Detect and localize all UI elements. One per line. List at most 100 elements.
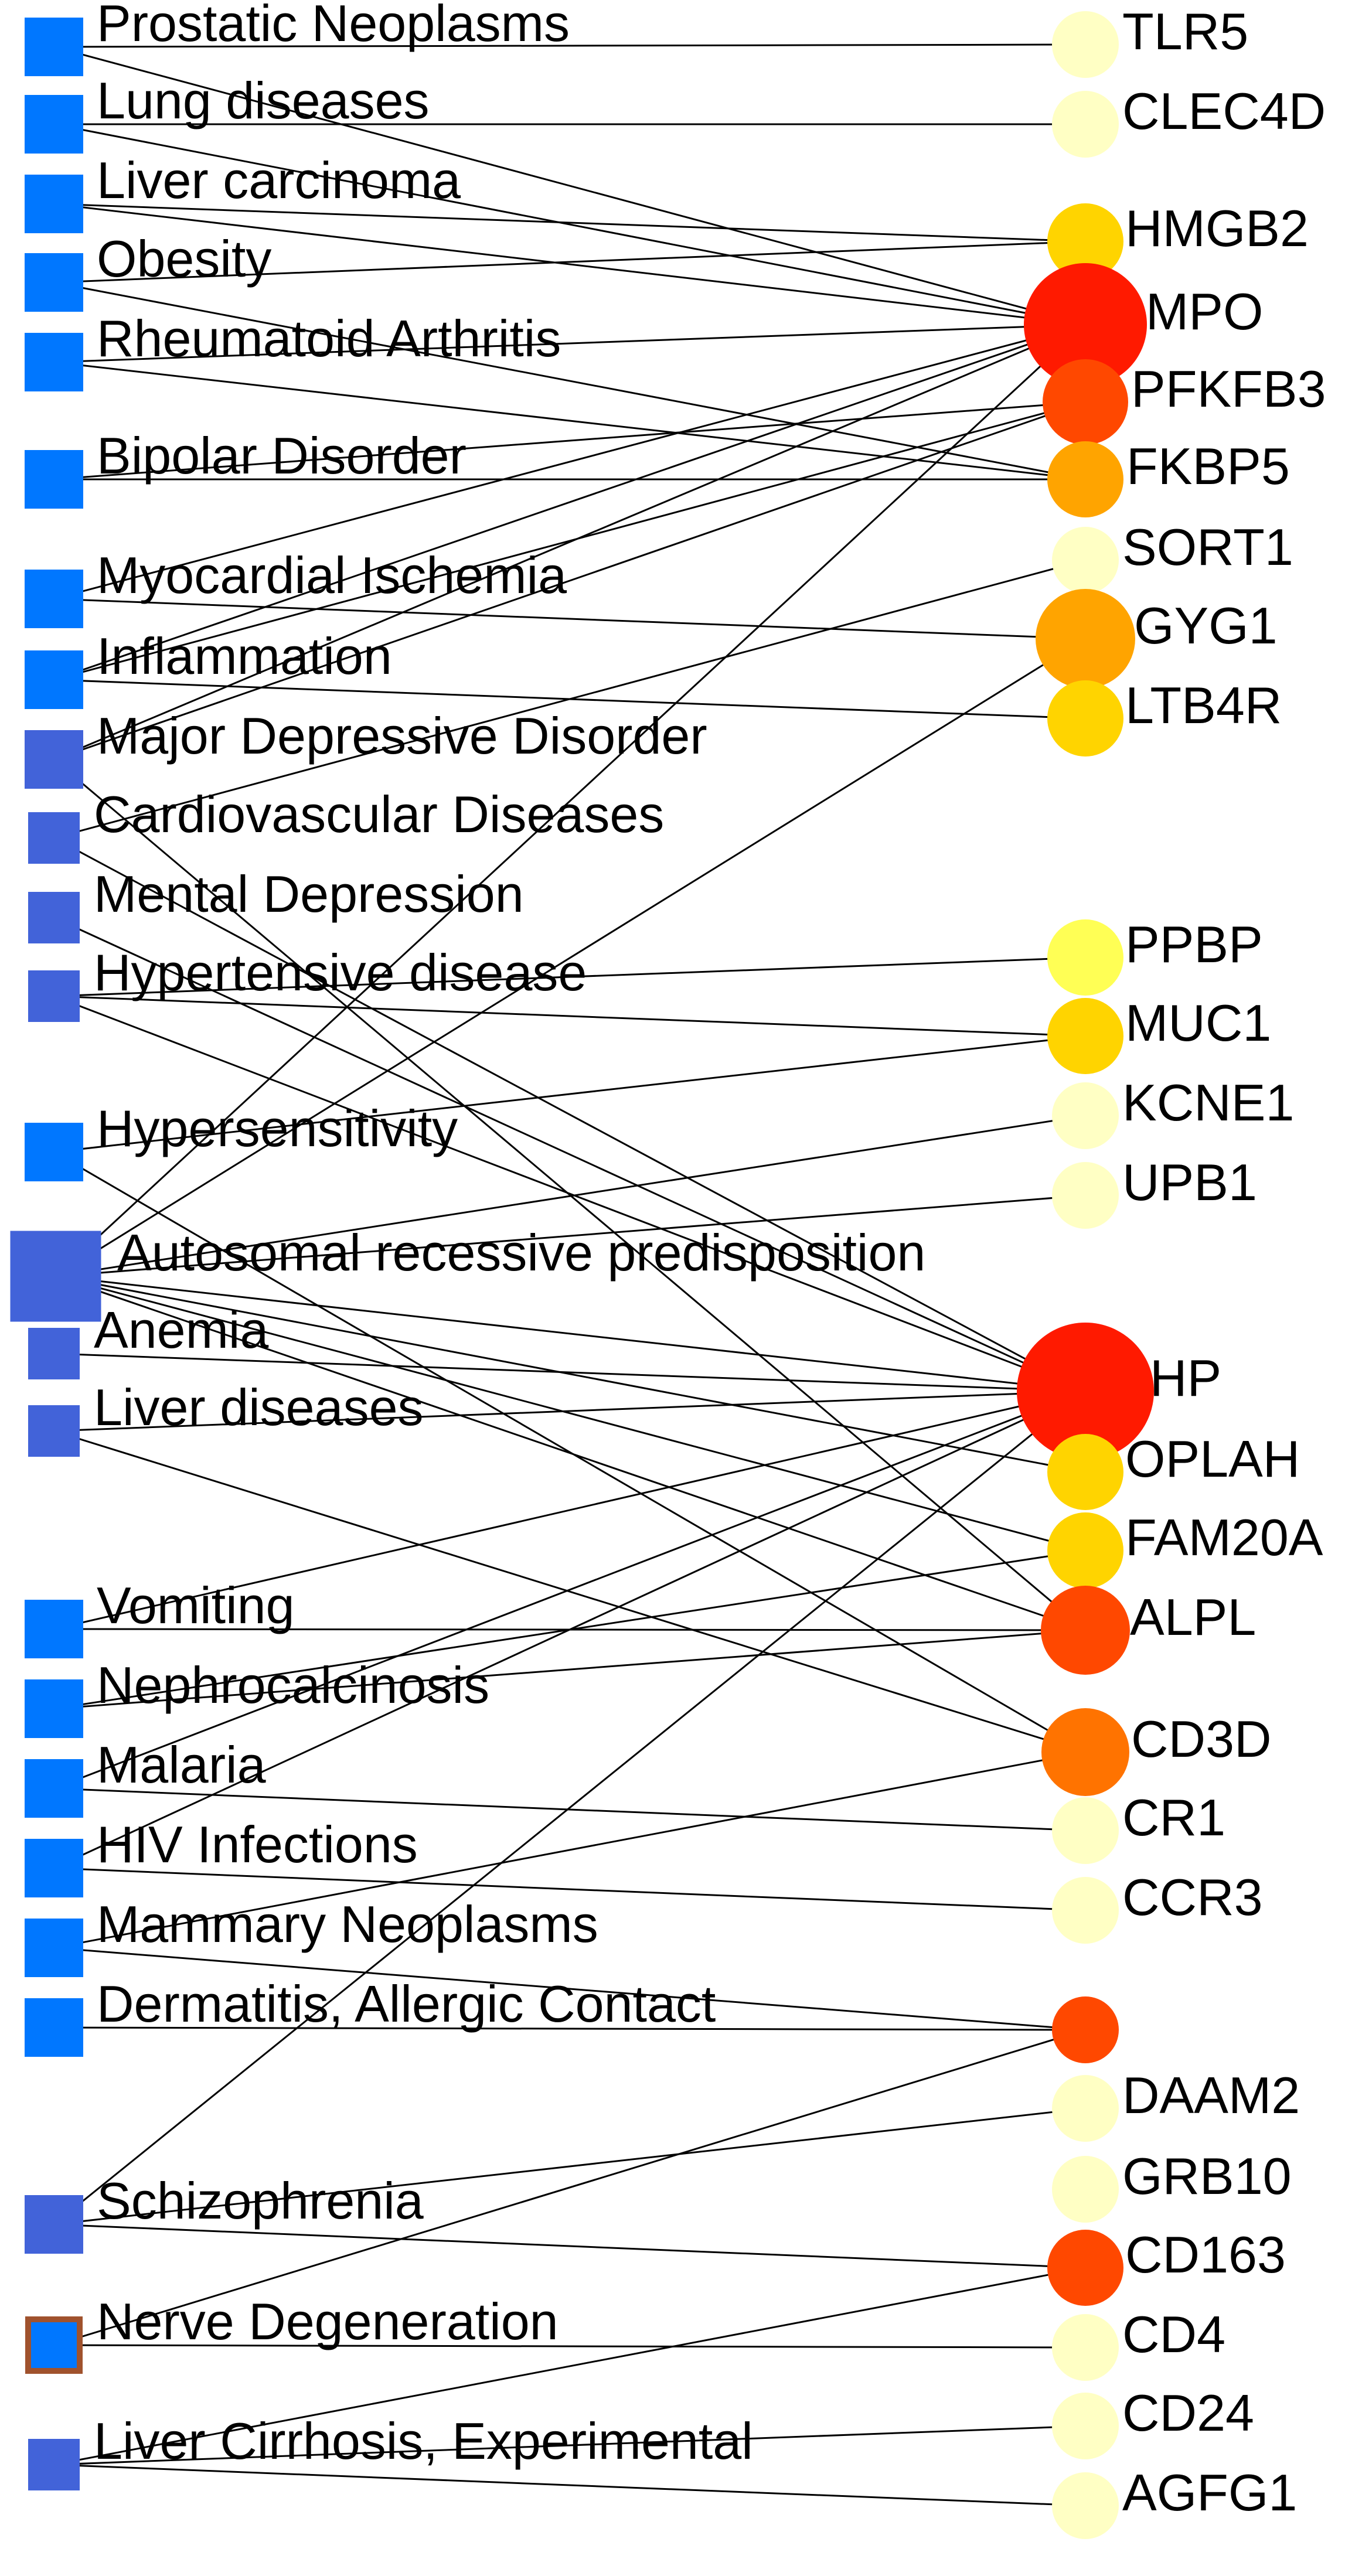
edge-d10-g13	[53, 916, 1086, 1392]
disease-node-hypertensive-disease[interactable]	[28, 970, 80, 1022]
disease-node-cardiovascular-diseases[interactable]	[28, 812, 80, 864]
disease-label-inflammation: Inflammation	[97, 627, 392, 685]
edge-d0-g0	[53, 43, 1086, 48]
edge-d16-g13	[53, 1390, 1086, 1630]
gene-label-muc1: MUC1	[1125, 994, 1271, 1052]
gene-node-unlabeled-20[interactable]	[1052, 1996, 1119, 2063]
gene-node-agfg1[interactable]	[1052, 2472, 1119, 2539]
gene-node-cd4[interactable]	[1052, 2314, 1119, 2381]
edge-d22-g23	[53, 2223, 1086, 2269]
gene-label-grb10: GRB10	[1122, 2147, 1292, 2205]
edge-d19-g19	[53, 1867, 1086, 1911]
gene-node-clec4d[interactable]	[1052, 91, 1119, 158]
disease-label-hypertensive-disease: Hypertensive disease	[94, 943, 587, 1001]
gene-node-cr1[interactable]	[1052, 1797, 1119, 1864]
gene-node-ccr3[interactable]	[1052, 1877, 1119, 1944]
gene-node-cd3d[interactable]	[1041, 1708, 1129, 1796]
gene-node-gyg1[interactable]	[1036, 589, 1135, 689]
disease-label-liver-carcinoma: Liver carcinoma	[97, 151, 461, 209]
gene-node-ppbp[interactable]	[1047, 919, 1123, 996]
gene-label-clec4d: CLEC4D	[1122, 82, 1326, 140]
gene-node-ltb4r[interactable]	[1047, 680, 1123, 757]
edge-d23-g24	[53, 2344, 1086, 2349]
edge-d13-g7	[55, 638, 1086, 1277]
edge-d22-g13	[53, 1390, 1086, 2226]
gene-node-grb10[interactable]	[1052, 2156, 1119, 2223]
disease-node-inflammation[interactable]	[25, 650, 83, 709]
disease-node-hiv-infections[interactable]	[25, 1839, 83, 1897]
gene-node-upb1[interactable]	[1052, 1162, 1119, 1229]
disease-label-obesity: Obesity	[97, 230, 271, 288]
disease-node-hypersensitivity[interactable]	[25, 1123, 83, 1181]
edge-d20-g20	[53, 1947, 1086, 2031]
gene-label-cd163: CD163	[1125, 2226, 1286, 2284]
disease-node-prostatic-neoplasms[interactable]	[25, 18, 83, 76]
edge-d8-g16	[53, 758, 1086, 1631]
gene-node-kcne1[interactable]	[1052, 1082, 1119, 1149]
edge-d24-g26	[53, 2463, 1086, 2507]
disease-node-anemia[interactable]	[28, 1328, 80, 1379]
gene-node-cd163[interactable]	[1047, 2230, 1123, 2306]
disease-node-mammary-neoplasms[interactable]	[25, 1919, 83, 1977]
edge-d7-g4	[53, 401, 1086, 681]
edge-d12-g10	[53, 1035, 1086, 1153]
disease-label-dermatitis-allergic-contact: Dermatitis, Allergic Contact	[97, 1975, 716, 2033]
edge-d18-g18	[53, 1787, 1086, 1832]
disease-node-bipolar-disorder[interactable]	[25, 450, 83, 509]
disease-node-schizophrenia[interactable]	[25, 2195, 83, 2254]
disease-node-malaria[interactable]	[25, 1759, 83, 1818]
edge-d13-g11	[55, 1115, 1086, 1277]
gene-node-fkbp5[interactable]	[1047, 441, 1123, 517]
edge-d6-g3	[53, 323, 1086, 600]
disease-label-hiv-infections: HIV Infections	[97, 1815, 418, 1873]
edge-d8-g4	[53, 401, 1086, 761]
gene-label-gyg1: GYG1	[1134, 597, 1278, 655]
disease-node-autosomal-recessive-predisposition[interactable]	[10, 1231, 101, 1322]
gene-node-tlr5[interactable]	[1052, 11, 1119, 78]
edge-d20-g17	[53, 1751, 1086, 1949]
gene-node-hmgb2[interactable]	[1047, 203, 1123, 280]
gene-node-mpo[interactable]	[1024, 263, 1147, 386]
disease-node-nephrocalcinosis[interactable]	[25, 1679, 83, 1738]
disease-node-vomiting[interactable]	[25, 1600, 83, 1658]
gene-label-daam2: DAAM2	[1122, 2066, 1300, 2124]
edge-d3-g2	[53, 240, 1086, 284]
disease-node-obesity[interactable]	[25, 253, 83, 312]
gene-label-agfg1: AGFG1	[1122, 2463, 1297, 2522]
gene-label-cd24: CD24	[1122, 2384, 1254, 2442]
disease-node-nerve-degeneration[interactable]	[25, 2316, 83, 2374]
disease-node-mental-depression[interactable]	[28, 892, 80, 943]
edge-d11-g9	[53, 956, 1086, 997]
gene-node-cd24[interactable]	[1052, 2393, 1119, 2459]
disease-node-rheumatoid-arthritis[interactable]	[25, 333, 83, 391]
edge-d9-g6	[53, 559, 1086, 839]
gene-node-pfkfb3[interactable]	[1043, 359, 1128, 445]
gene-node-hp[interactable]	[1017, 1323, 1154, 1460]
disease-node-liver-carcinoma[interactable]	[25, 175, 83, 233]
disease-label-autosomal-recessive-predisposition: Autosomal recessive predisposition	[117, 1224, 925, 1282]
gene-node-muc1[interactable]	[1047, 998, 1123, 1074]
edge-d4-g3	[53, 323, 1086, 363]
disease-label-nerve-degeneration: Nerve Degeneration	[97, 2292, 559, 2350]
edge-d3-g5	[53, 281, 1086, 481]
gene-label-cr1: CR1	[1122, 1788, 1225, 1846]
disease-label-myocardial-ischemia: Myocardial Ischemia	[97, 546, 567, 604]
edge-d13-g14	[55, 1275, 1086, 1473]
disease-node-myocardial-ischemia[interactable]	[25, 570, 83, 628]
gene-node-daam2[interactable]	[1052, 2075, 1119, 2142]
disease-label-schizophrenia: Schizophrenia	[97, 2172, 424, 2230]
edge-d13-g15	[55, 1275, 1086, 1552]
disease-label-anemia: Anemia	[94, 1301, 268, 1359]
gene-node-sort1[interactable]	[1052, 527, 1119, 594]
disease-node-liver-diseases[interactable]	[28, 1405, 80, 1457]
disease-node-dermatitis-allergic-contact[interactable]	[25, 1998, 83, 2057]
disease-label-mental-depression: Mental Depression	[94, 865, 524, 923]
disease-node-liver-cirrhosis-experimental[interactable]	[28, 2439, 80, 2490]
disease-node-major-depressive-disorder[interactable]	[25, 730, 83, 789]
gene-node-oplah[interactable]	[1047, 1434, 1123, 1510]
gene-node-alpl[interactable]	[1041, 1586, 1130, 1675]
edge-d11-g10	[53, 995, 1086, 1037]
gene-node-fam20a[interactable]	[1047, 1512, 1123, 1589]
disease-node-lung-diseases[interactable]	[25, 95, 83, 154]
